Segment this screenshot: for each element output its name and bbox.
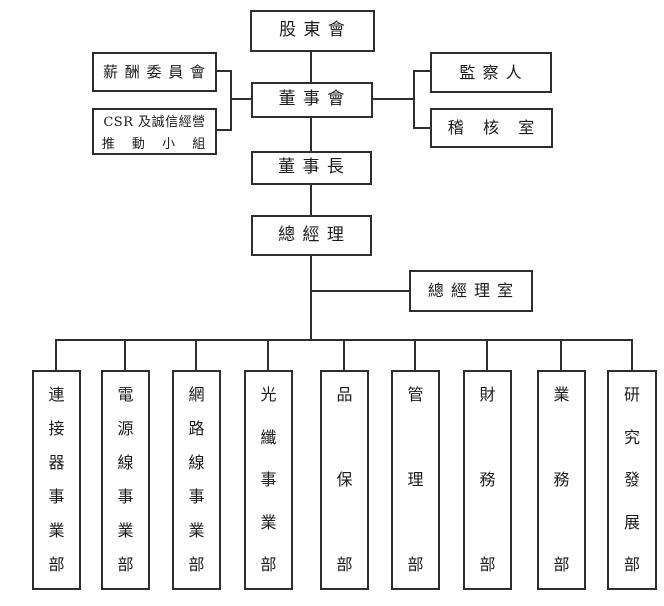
connector-supervisors-h [413,70,430,72]
dept-box-quality-assurance: 品保部 [320,370,369,590]
connector-drop-5 [343,339,345,370]
connector-right-bracket-v [413,70,415,129]
dept-char: 路 [188,419,205,438]
connector-drop-7 [486,339,488,370]
dept-char: 研 [623,385,640,404]
csr-integrity-group-box: CSR 及誠信經營 推 動 小 組 [92,108,217,155]
dept-char: 部 [336,555,353,574]
dept-char: 管 [407,385,424,404]
dept-char: 保 [336,470,353,489]
dept-char: 事 [260,470,277,489]
csr-group-label-line1: CSR 及誠信經營 [103,115,206,130]
dept-char: 事 [188,487,205,506]
connector-drop-1 [55,339,57,370]
dept-char: 業 [553,385,570,404]
dept-char: 器 [48,453,65,472]
dept-char: 品 [336,385,353,404]
connector-board-right-h [373,98,415,100]
dept-char: 究 [623,427,640,447]
dept-box-network-cable-bu: 網路線事業部 [172,370,221,590]
compensation-committee-box: 薪 酬 委 員 會 [92,52,217,92]
connector-compensation-h [217,70,232,72]
dept-box-sales: 業務部 [537,370,586,590]
general-manager-office-box: 總 經 理 室 [409,270,533,312]
board-of-directors-box: 董 事 會 [251,82,373,118]
connector-gm-stem [310,256,312,341]
dept-char: 光 [260,385,277,404]
dept-char: 事 [117,487,134,506]
dept-char: 部 [260,555,277,574]
dept-char: 業 [117,521,134,540]
connector-left-bracket-v [230,70,232,131]
dept-char: 理 [407,470,424,489]
connector-shareholders-board [310,52,312,83]
audit-office-label: 稽 核 室 [447,118,536,137]
compensation-committee-label: 薪 酬 委 員 會 [102,62,207,81]
dept-char: 線 [117,453,134,472]
dept-box-power-cord-bu: 電源線事業部 [101,370,150,590]
connector-gm-office-h [311,290,409,292]
connector-board-chairman [310,118,312,152]
dept-char: 部 [553,555,570,574]
csr-group-label-line2: 推 動 小 組 [101,137,208,152]
dept-char: 電 [117,385,134,404]
dept-box-administration: 管理部 [391,370,440,590]
dept-char: 源 [117,419,134,438]
dept-char: 展 [623,512,640,532]
dept-box-connector-bu: 連接器事業部 [32,370,81,590]
dept-char: 部 [479,555,496,574]
connector-drop-4 [267,339,269,370]
connector-csr-h [217,129,232,131]
dept-char: 部 [117,555,134,574]
dept-char: 接 [48,419,65,438]
dept-char: 網 [188,385,205,404]
dept-box-rnd: 研究發展部 [607,370,657,590]
dept-char: 業 [260,512,277,532]
dept-box-finance: 財務部 [463,370,512,590]
dept-char: 事 [48,487,65,506]
chairman-label: 董 事 長 [278,157,345,178]
dept-char: 業 [48,521,65,540]
connector-chairman-gm [310,185,312,216]
supervisors-label: 監 察 人 [459,62,523,82]
dept-char: 纖 [260,427,277,447]
connector-drop-3 [195,339,197,370]
connector-drop-8 [560,339,562,370]
shareholders-meeting-box: 股 東 會 [250,10,375,52]
audit-office-box: 稽 核 室 [430,108,553,148]
connector-drop-6 [414,339,416,370]
dept-char: 部 [407,555,424,574]
connector-drop-2 [124,339,126,370]
connector-drop-9 [631,339,633,370]
general-manager-label: 總 經 理 [278,224,345,245]
general-manager-office-label: 總 經 理 室 [427,281,515,300]
dept-char: 連 [48,385,65,404]
dept-char: 業 [188,521,205,540]
supervisors-box: 監 察 人 [430,52,552,93]
connector-board-left-h [230,98,251,100]
dept-char: 務 [553,470,570,489]
dept-char: 線 [188,453,205,472]
board-of-directors-label: 董 事 會 [278,89,346,110]
connector-audit-h [413,127,430,129]
dept-char: 部 [48,555,65,574]
chairman-box: 董 事 長 [251,151,372,185]
dept-box-optical-fiber-bu: 光纖事業部 [244,370,293,590]
dept-char: 部 [188,555,205,574]
dept-char: 財 [479,385,496,404]
general-manager-box: 總 經 理 [251,215,372,256]
shareholders-meeting-label: 股 東 會 [279,20,346,41]
dept-char: 部 [623,555,640,574]
dept-char: 發 [623,470,640,489]
dept-char: 務 [479,470,496,489]
